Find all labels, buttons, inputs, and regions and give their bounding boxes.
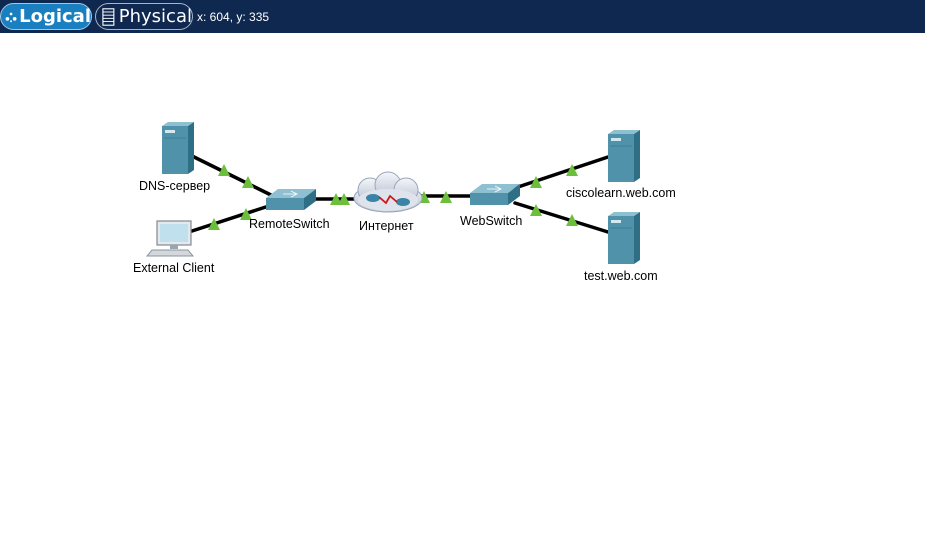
link-up-icon (218, 164, 230, 176)
switch-icon (470, 184, 520, 205)
link-up-icon (440, 191, 452, 203)
link-up-icon (530, 204, 542, 216)
ciscolearn-server-label: ciscolearn.web.com (566, 186, 676, 200)
external-client-device[interactable]: External Client (133, 220, 215, 275)
link-dns-remoteswitch[interactable] (188, 153, 277, 199)
pc-icon (145, 220, 195, 257)
logical-workspace[interactable]: DNS-сервер External Client RemoteSwitch (0, 33, 925, 555)
link-up-icon (530, 176, 542, 188)
link-up-icon (208, 218, 220, 230)
logical-view-tab[interactable]: Logical (0, 3, 92, 30)
link-up-icon (566, 164, 578, 176)
link-up-icon (242, 176, 254, 188)
cursor-coordinates: x: 604, y: 335 (197, 10, 270, 24)
server-icon (162, 122, 194, 174)
physical-view-tab[interactable]: Physical (95, 3, 193, 30)
web-switch-label: WebSwitch (460, 214, 522, 228)
dns-server-device[interactable]: DNS-сервер (139, 122, 210, 193)
dns-server-label: DNS-сервер (139, 179, 210, 193)
external-client-label: External Client (133, 261, 215, 275)
remote-switch-device[interactable]: RemoteSwitch (249, 189, 330, 231)
test-server-label: test.web.com (584, 269, 658, 283)
link-client-remoteswitch[interactable] (190, 202, 277, 233)
cloud-icon (353, 171, 423, 213)
link-up-icon (338, 193, 350, 205)
web-switch-device[interactable]: WebSwitch (460, 184, 522, 228)
links (188, 153, 610, 234)
server-icon (608, 212, 640, 264)
physical-rack-icon (102, 7, 115, 26)
logical-topology-icon (5, 12, 17, 22)
link-up-icon (566, 214, 578, 226)
server-icon (608, 130, 640, 182)
internet-label: Интернет (359, 219, 414, 233)
workspace-toolbar: Logical Physical x: 604, y: 335 (0, 0, 925, 33)
link-webswitch-ciscolearn[interactable] (513, 155, 610, 190)
link-up-icon (330, 193, 342, 205)
internet-cloud-device[interactable]: Интернет (353, 171, 423, 233)
remote-switch-label: RemoteSwitch (249, 217, 330, 231)
logical-tab-label: Logical (19, 6, 91, 27)
ciscolearn-server-device[interactable]: ciscolearn.web.com (566, 130, 676, 200)
switch-icon (266, 189, 316, 210)
test-server-device[interactable]: test.web.com (584, 212, 658, 283)
physical-tab-label: Physical (118, 6, 192, 27)
link-webswitch-test[interactable] (513, 201, 610, 234)
link-up-icon (240, 208, 252, 220)
